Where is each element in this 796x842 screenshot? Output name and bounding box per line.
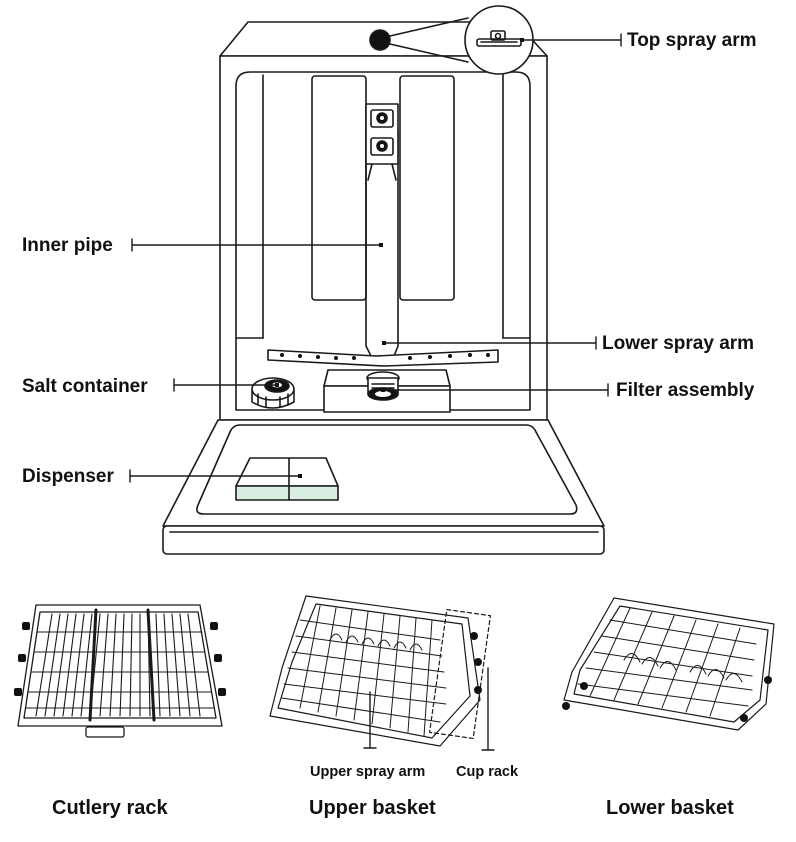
dispenser (235, 457, 339, 501)
lower-basket-drawing (562, 597, 775, 731)
inner-pipe (365, 103, 399, 357)
filter-assembly-label: Filter assembly (616, 380, 755, 401)
cup-rack-label: Cup rack (456, 764, 519, 780)
salt-container (251, 377, 295, 409)
callout-dots (275, 38, 524, 478)
top-spray-arm-label: Top spray arm (627, 30, 757, 51)
lower-spray-arm-label: Lower spray arm (602, 333, 755, 354)
upper-basket-drawing (269, 595, 495, 751)
salt-container-label: Salt container (22, 376, 148, 397)
filter-assembly (323, 369, 451, 413)
inner-pipe-label: Inner pipe (22, 235, 113, 256)
lower-spray-arm (267, 349, 499, 367)
callout-lines (129, 33, 622, 483)
cutlery-rack-caption: Cutlery rack (52, 797, 168, 819)
lower-basket-caption: Lower basket (606, 797, 734, 819)
upper-spray-arm-label: Upper spray arm (310, 764, 426, 780)
dishwasher-door (162, 419, 605, 555)
upper-basket-caption: Upper basket (309, 797, 436, 819)
dispenser-label: Dispenser (22, 466, 114, 487)
cutlery-rack-drawing (14, 604, 226, 738)
